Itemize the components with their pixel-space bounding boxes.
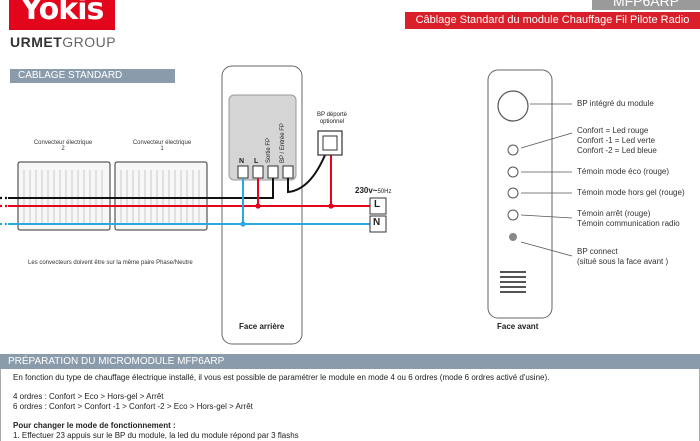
convector-note: Les convecteurs doivent être sur la même… — [28, 260, 193, 266]
led-line2: Confort -1 = Led verte — [577, 136, 656, 145]
voltage-label: 230v~50Hz — [355, 186, 391, 195]
neutral-box — [369, 215, 387, 233]
module-front-outline — [487, 69, 553, 319]
module-inner-box — [228, 94, 297, 181]
bp-remote-switch — [317, 130, 343, 156]
led-colors-label: Confort = Led rouge Confort -1 = Led ver… — [577, 126, 657, 156]
terminal-bp-entree-fp: BP / Entrée FP — [280, 123, 286, 163]
front-face-label: Face avant — [497, 322, 539, 331]
led-line1: Confort = Led rouge — [577, 126, 649, 135]
group-right: GROUP — [62, 34, 117, 50]
convector-2 — [17, 161, 111, 231]
led-horsgel — [507, 187, 519, 199]
connect-line1: BP connect — [577, 247, 618, 256]
voltage: 230v~ — [355, 186, 378, 195]
page-subtitle: Câblage Standard du module Chauffage Fil… — [405, 12, 700, 29]
bp-integrated-button — [497, 90, 529, 122]
led-eco — [507, 166, 519, 178]
bp-connect-dot — [509, 233, 517, 241]
prep-step1: 1. Effectuer 23 appuis sur le BP du modu… — [13, 431, 299, 440]
bp-remote-label: BP déporté optionnel — [317, 112, 347, 125]
model-badge: MFP6ARP — [592, 0, 700, 10]
neutral-label: N — [373, 217, 381, 228]
prep-change-title: Pour changer le mode de fonctionnement : — [13, 421, 176, 430]
bp-connect-label: BP connect (situé sous la face avant ) — [577, 247, 668, 267]
stop-line1: Témoin arrêt (rouge) — [577, 209, 651, 218]
yokis-logo: Yokis — [9, 0, 115, 30]
back-face-label: Face arrière — [239, 322, 285, 331]
front-grille — [500, 271, 526, 293]
bp-integrated-label: BP intégré du module — [577, 99, 654, 108]
group-left: URMET — [10, 34, 63, 50]
wiring-diagram — [0, 65, 573, 345]
led-stop — [507, 209, 519, 221]
stop-line2: Témoin communication radio — [577, 219, 680, 228]
urmet-group-logo: URMETGROUP — [10, 34, 116, 50]
convector1-label: Convecteur électrique 1 — [132, 140, 192, 152]
terminal-n: N — [239, 158, 245, 165]
led-confort — [507, 144, 519, 156]
frequency: 50Hz — [377, 189, 392, 195]
connect-line2: (situé sous la face avant ) — [577, 257, 669, 266]
phase-box — [369, 197, 387, 215]
section-title-wiring: CABLAGE STANDARD — [10, 69, 175, 83]
convector2-label: Convecteur électrique 2 — [33, 140, 93, 152]
prep-orders4: 4 ordres : Confort > Eco > Hors-gel > Ar… — [13, 392, 164, 401]
stop-label: Témoin arrêt (rouge) Témoin communicatio… — [577, 209, 680, 229]
terminal-sortie-fp: Sortie FP — [266, 137, 272, 163]
terminal-l: L — [254, 158, 259, 165]
prep-intro: En fonction du type de chauffage électri… — [13, 373, 550, 382]
prep-panel: En fonction du type de chauffage électri… — [0, 369, 700, 441]
phase-label: L — [374, 199, 381, 210]
convector-1 — [114, 161, 208, 231]
wire-bp — [287, 154, 326, 194]
prep-orders6: 6 ordres : Confort > Confort -1 > Confor… — [13, 402, 253, 411]
led-line3: Confort -2 = Led bleue — [577, 146, 657, 155]
wire-fp — [8, 178, 274, 199]
horsgel-label: Témoin mode hors gel (rouge) — [577, 188, 685, 197]
eco-label: Témoin mode éco (rouge) — [577, 167, 670, 176]
section-title-prep: PRÉPARATION DU MICROMODULE MFP6ARP — [0, 354, 700, 369]
